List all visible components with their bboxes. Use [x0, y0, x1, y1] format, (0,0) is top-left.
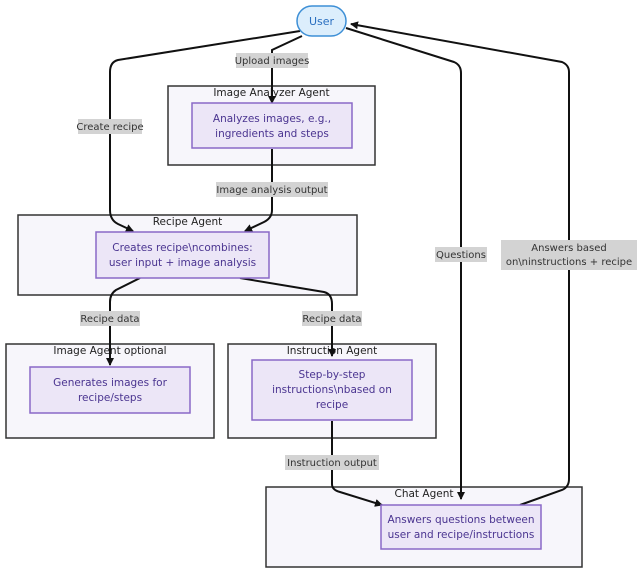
- edge-image-analysis-output: [244, 149, 273, 232]
- edge-label-instruction-output: Instruction output: [285, 455, 379, 470]
- node-steps-line-1: Step-by-step: [299, 369, 366, 381]
- edge-create-recipe: [109, 30, 301, 232]
- edge-label-answers-based-line-2: on\ninstructions + recipe: [506, 257, 632, 268]
- edge-label-answers-based-line-1: Answers based: [531, 243, 606, 254]
- node-create-line-1: Creates recipe\ncombines:: [112, 242, 252, 254]
- edge-label-create-recipe-text: Create recipe: [76, 122, 143, 133]
- edge-label-instruction-output-text: Instruction output: [287, 458, 377, 469]
- node-generate-line-2: recipe/steps: [78, 392, 142, 404]
- edge-answers-based: [350, 21, 570, 506]
- edge-recipe-data-left: [106, 277, 141, 366]
- edge-label-recipe-data-left: Recipe data: [80, 311, 140, 326]
- edge-label-questions-text: Questions: [436, 250, 486, 261]
- node-generate-images[interactable]: Generates images for recipe/steps: [29, 366, 191, 414]
- edge-upload-images: [268, 35, 303, 104]
- cluster-title-chat-agent: Chat Agent: [395, 488, 454, 500]
- edge-label-image-analysis-output: Image analysis output: [216, 182, 328, 197]
- node-answers-line-2: user and recipe/instructions: [388, 529, 535, 541]
- node-create-recipe[interactable]: Creates recipe\ncombines: user input + i…: [95, 231, 270, 279]
- edge-label-create-recipe: Create recipe: [76, 119, 144, 134]
- user-node[interactable]: User: [296, 5, 347, 37]
- edge-label-recipe-data-right-text: Recipe data: [302, 314, 361, 325]
- node-steps-line-2: instructions\nbased on: [272, 384, 392, 396]
- node-analyze-line-2: ingredients and steps: [215, 128, 329, 140]
- edge-questions: [345, 27, 465, 500]
- cluster-title-recipe-agent: Recipe Agent: [153, 216, 223, 228]
- edge-label-questions: Questions: [435, 247, 487, 262]
- edge-label-upload-images-text: Upload images: [235, 56, 310, 67]
- node-steps-line-3: recipe: [316, 399, 348, 411]
- node-analyze-images[interactable]: Analyzes images, e.g., ingredients and s…: [191, 102, 353, 149]
- edge-label-image-analysis-output-text: Image analysis output: [216, 185, 327, 196]
- node-answers-line-1: Answers questions between: [387, 514, 534, 526]
- edge-label-answers-based: Answers based on\ninstructions + recipe: [501, 240, 637, 270]
- node-step-by-step[interactable]: Step-by-step instructions\nbased on reci…: [251, 359, 413, 421]
- node-answer-questions[interactable]: Answers questions between user and recip…: [380, 504, 542, 550]
- node-analyze-line-1: Analyzes images, e.g.,: [213, 113, 331, 125]
- user-label: User: [309, 15, 335, 28]
- edge-recipe-data-right: [239, 277, 336, 357]
- cluster-recipe-agent: Recipe Agent: [17, 214, 358, 296]
- edge-label-recipe-data-right: Recipe data: [302, 311, 362, 326]
- node-create-line-2: user input + image analysis: [109, 257, 256, 269]
- edge-label-upload-images: Upload images: [235, 53, 310, 68]
- edge-label-recipe-data-left-text: Recipe data: [80, 314, 139, 325]
- edge-instruction-output: [331, 421, 383, 507]
- node-generate-line-1: Generates images for: [53, 377, 167, 389]
